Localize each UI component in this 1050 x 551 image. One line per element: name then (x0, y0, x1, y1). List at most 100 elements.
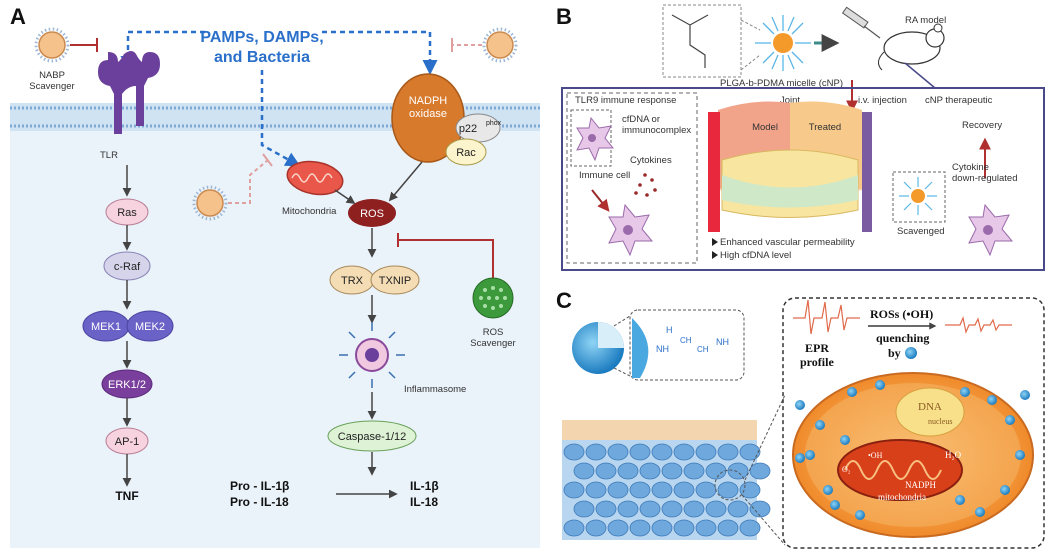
svg-text:c-Raf: c-Raf (114, 261, 141, 273)
tissue-cell (617, 462, 639, 480)
tlr-receptor-icon (98, 51, 160, 134)
tissue-cell (651, 481, 673, 499)
svg-text:AP-1: AP-1 (115, 436, 139, 448)
h2o-label: H₂O (945, 450, 962, 460)
panel-b-letter: B (556, 4, 572, 29)
nanoparticle-dot (1015, 450, 1025, 460)
rac-node: Rac (445, 138, 487, 166)
scavenged-micelle-icon (899, 177, 937, 215)
svg-text:p22: p22 (459, 123, 477, 135)
svg-text:Rac: Rac (456, 147, 476, 159)
nadph-label-line2: oxidase (409, 108, 447, 120)
nanoparticle-dot (840, 435, 850, 445)
high-cfdna-label: High cfDNA level (720, 250, 791, 261)
tissue-cell (695, 519, 717, 537)
micelle-icon (755, 15, 811, 71)
inflammasome-icon (339, 322, 405, 388)
tissue-cell (639, 500, 661, 518)
cell-illustration (792, 372, 1034, 538)
ch2a-label: CH (680, 336, 692, 345)
cytokine-dots (634, 173, 657, 197)
cfdna-label-line2: immunocomplex (622, 125, 691, 136)
panel-a-letter: A (10, 4, 26, 29)
mitochondria-c-label: mitochondria (878, 492, 926, 502)
nanoparticle-dot (1005, 415, 1015, 425)
tissue-cell (563, 481, 585, 499)
treated-label: Treated (809, 122, 841, 133)
tissue-cell (661, 462, 683, 480)
epr-label-line2: profile (800, 355, 834, 369)
chemical-structure-icon (671, 14, 709, 68)
joint-label: Joint (780, 95, 800, 106)
mek1-node: MEK1 (82, 310, 130, 342)
nanoparticle-dot (987, 395, 997, 405)
tlr9-box (566, 92, 698, 264)
svg-text:Caspase-1/12: Caspase-1/12 (338, 431, 407, 443)
nabp-label-line2: Scavenger (29, 81, 74, 92)
h-label: H (666, 325, 673, 335)
immune-cell-icon (576, 116, 615, 162)
recovery-label: Recovery (962, 120, 1002, 131)
nadph-c-label: NADPH (905, 480, 937, 490)
tissue-cell (573, 462, 595, 480)
tissue-cell (695, 481, 717, 499)
ros-quench-line2: quenching (876, 331, 929, 345)
craf-node: c-Raf (103, 251, 151, 281)
tissue-cell (563, 443, 585, 461)
tissue-cell (651, 443, 673, 461)
enhanced-permeability-label: Enhanced vascular permeability (720, 237, 855, 248)
tissue-cell (695, 443, 717, 461)
nanoparticle-dot (795, 453, 805, 463)
mek2-node: MEK2 (126, 310, 174, 342)
nanoparticle-dot (823, 485, 833, 495)
ras-node: Ras (105, 198, 149, 226)
tissue-cell (661, 500, 683, 518)
tissue-cell (727, 500, 749, 518)
pamps-title-line1: PAMPs, DAMPs, (200, 29, 323, 46)
nanoparticle-dot (815, 420, 825, 430)
tissue-cell (717, 481, 739, 499)
tlr-label: TLR (100, 150, 118, 161)
txnip-node: TXNIP (370, 265, 420, 295)
nanoparticle-scavenger-icon (482, 27, 518, 63)
tissue-cell (607, 481, 629, 499)
nanoparticle-dot (955, 495, 965, 505)
nanoparticle-dot (805, 450, 815, 460)
pro-il1b-label: Pro - IL-1β (230, 479, 289, 493)
tissue-cell (705, 462, 727, 480)
tissue-cell (585, 481, 607, 499)
tissue-cell (629, 519, 651, 537)
pamp-to-nadph-arrow (322, 30, 438, 75)
il18-label: IL-18 (410, 495, 438, 509)
mitochondria-label: Mitochondria (282, 206, 337, 217)
pamps-title-line2: and Bacteria (214, 49, 310, 66)
nanoparticle-dot (1000, 485, 1010, 495)
ros-scavenger-label-line1: ROS (483, 327, 504, 338)
tissue-cell (749, 500, 771, 518)
tissue-cell (629, 481, 651, 499)
nabp-label-line1: NABP (39, 70, 65, 81)
cell-zoom-box (782, 297, 1045, 549)
ros-node: ROS (348, 199, 396, 227)
tissue-cell (749, 462, 771, 480)
ros-scavenger-icon (472, 277, 514, 319)
tissue-cell (673, 443, 695, 461)
panel-c: C H NH CH CH NH EPR profile ROSs (•OH) (556, 288, 1045, 549)
nucleus-label: nucleus (928, 417, 952, 426)
tissue-cell (595, 462, 617, 480)
cytokines-label: Cytokines (630, 155, 672, 166)
nanoparticle-dot (960, 387, 970, 397)
inflammasome-label: Inflammasome (404, 384, 466, 395)
cytokine-downregulated-line2: down-regulated (952, 173, 1018, 184)
caspase-node: Caspase-1/12 (327, 420, 417, 452)
micelle-label: PLGA-b-PDMA micelle (cNP) (720, 78, 843, 89)
pamp-to-mito-arrow (260, 70, 301, 167)
tissue-cell (607, 519, 629, 537)
il1b-label: IL-1β (410, 479, 439, 493)
ros-quench-line1: ROSs (•OH) (870, 307, 933, 321)
tissue-cell (639, 462, 661, 480)
joint-illustration (708, 101, 872, 232)
nh-label: NH (656, 344, 669, 354)
ros-scavenger-inhibit-line (398, 239, 494, 280)
